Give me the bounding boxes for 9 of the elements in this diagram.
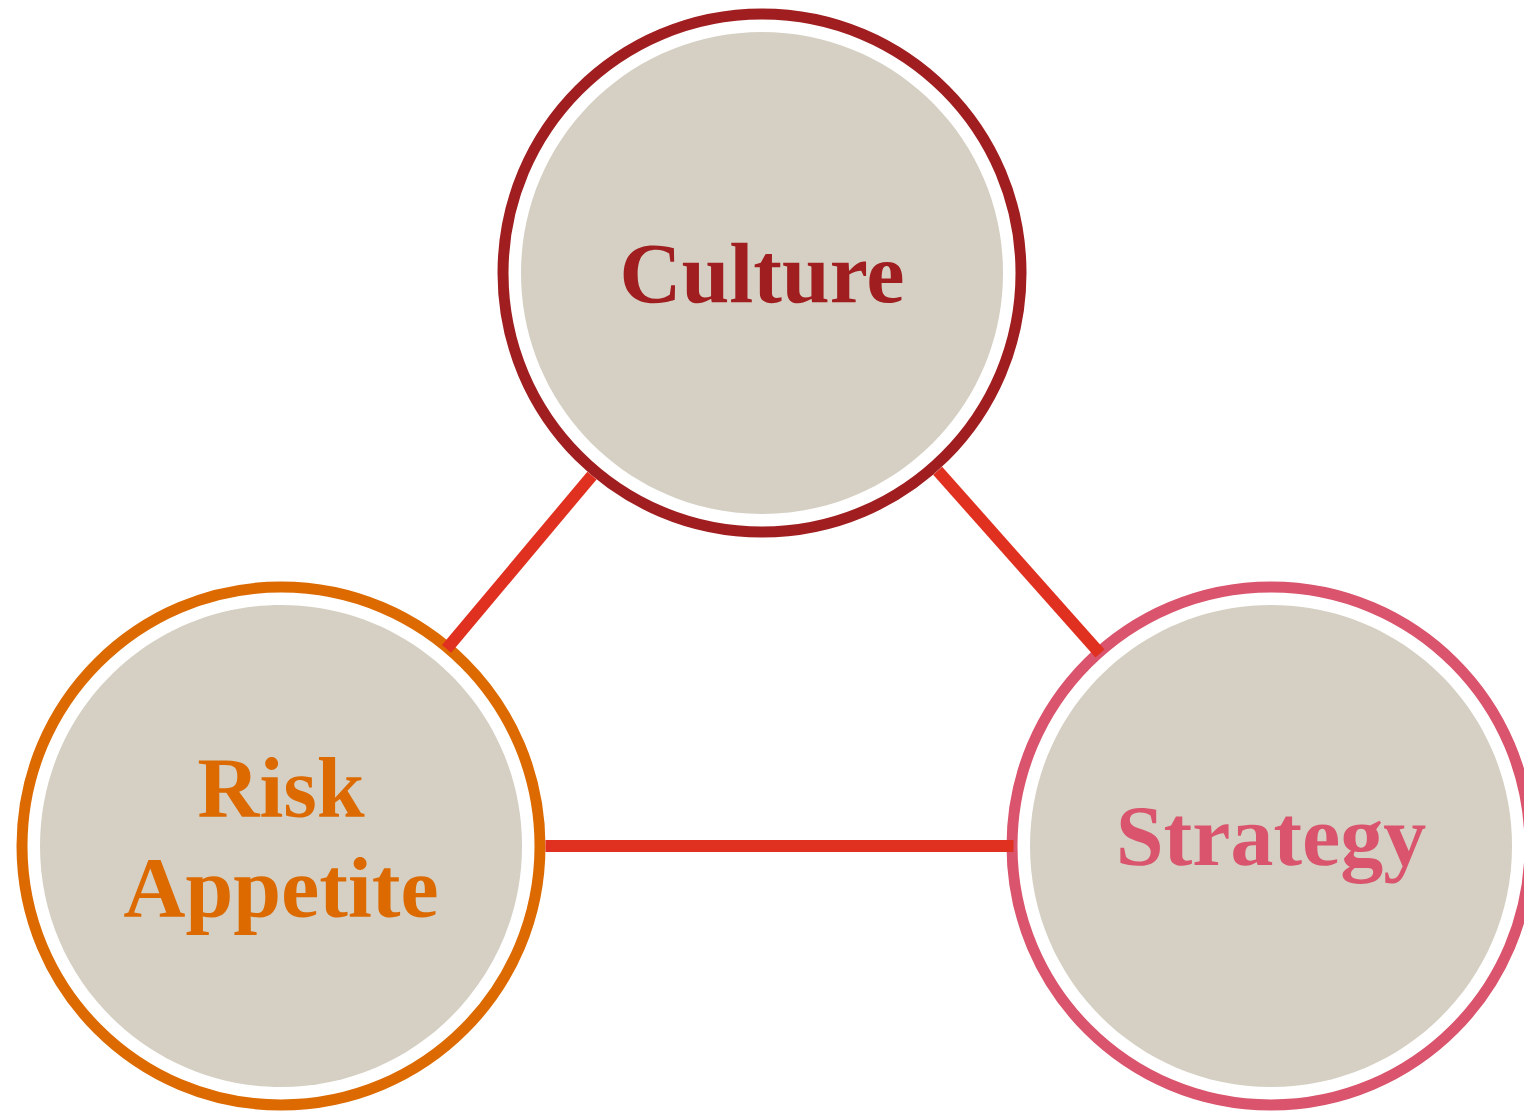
connector-line: [441, 471, 597, 653]
circle-node: [497, 8, 1027, 538]
connector-line: [933, 466, 1105, 658]
node-label: Risk Appetite: [124, 757, 437, 935]
connector-line: [545, 840, 1014, 852]
circle-node: [16, 581, 546, 1111]
node-label: Strategy: [1120, 808, 1426, 884]
node-label: Culture: [623, 242, 903, 304]
circle-node: [1006, 581, 1524, 1111]
